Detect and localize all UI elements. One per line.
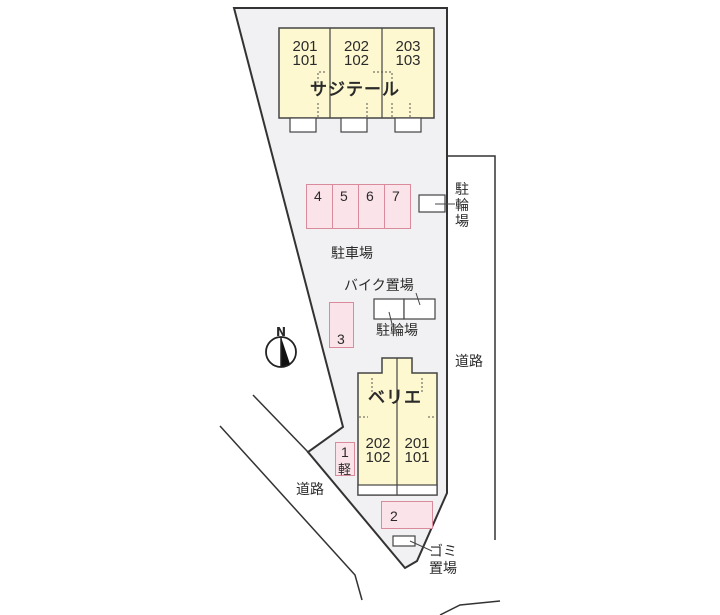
- unit-label: 201 101: [281, 38, 329, 69]
- road-right-edge: [447, 155, 496, 540]
- bicycle-parking-right-label: 駐輪場: [455, 182, 469, 230]
- parking-slot-1-kei: 1 軽: [335, 442, 355, 477]
- unit-lower: 102: [343, 52, 370, 69]
- unit-upper: 203: [395, 38, 421, 55]
- parking-slot-number: 4: [314, 188, 322, 204]
- unit-label: 203 103: [384, 38, 432, 69]
- bicycle-parking-center-label: 駐輪場: [376, 323, 418, 339]
- building-name-sagitale: サジテール: [310, 80, 400, 100]
- parking-slot-number: 1: [341, 444, 349, 460]
- unit-lower: 101: [292, 52, 318, 69]
- unit-upper: 201: [292, 38, 318, 55]
- unit-label: 202 102: [332, 38, 381, 69]
- parking-slot-3: 3: [329, 302, 354, 348]
- unit-lower: 102: [365, 449, 391, 466]
- unit-lower: 101: [404, 449, 430, 466]
- parking-area-label: 駐車場: [331, 246, 373, 262]
- bike-bicycle-parking-structure: [373, 292, 436, 325]
- parking-slot-6: 6: [358, 184, 385, 229]
- north-arrow-icon: [265, 336, 297, 368]
- bike-parking-label: バイク置場: [344, 278, 414, 294]
- unit-label: 201 101: [398, 435, 436, 466]
- unit-upper: 202: [365, 435, 391, 452]
- parking-slot-7: 7: [384, 184, 411, 229]
- parking-slot-number: 7: [392, 188, 400, 204]
- parking-slot-number: 3: [337, 331, 345, 347]
- building-belier: [357, 357, 438, 496]
- compass-north-label: N: [276, 325, 287, 339]
- parking-slot-4: 4: [306, 184, 333, 229]
- road-bottom-edge: [439, 600, 501, 615]
- parking-slot-number: 6: [366, 188, 374, 204]
- unit-lower: 103: [395, 52, 421, 69]
- parking-slot-2: 2: [381, 501, 433, 529]
- parking-slot-5: 5: [332, 184, 359, 229]
- building-sagitale: [278, 27, 435, 133]
- garbage-station-label: ゴミ置場: [429, 544, 457, 577]
- parking-slot-number: 5: [340, 188, 348, 204]
- garbage-station-structure: [392, 535, 416, 547]
- road-left-outer-edge: [219, 425, 363, 601]
- road-right-label: 道路: [455, 354, 483, 370]
- unit-label: 202 102: [359, 435, 397, 466]
- building-name-belier: ベリエ: [368, 388, 422, 408]
- unit-upper: 201: [404, 435, 430, 452]
- road-left-label: 道路: [296, 482, 324, 498]
- parking-slot-number: 2: [390, 508, 398, 524]
- parking-slot-note: 軽: [338, 462, 352, 477]
- road-left-inner-edge: [252, 394, 309, 453]
- unit-upper: 202: [343, 38, 370, 55]
